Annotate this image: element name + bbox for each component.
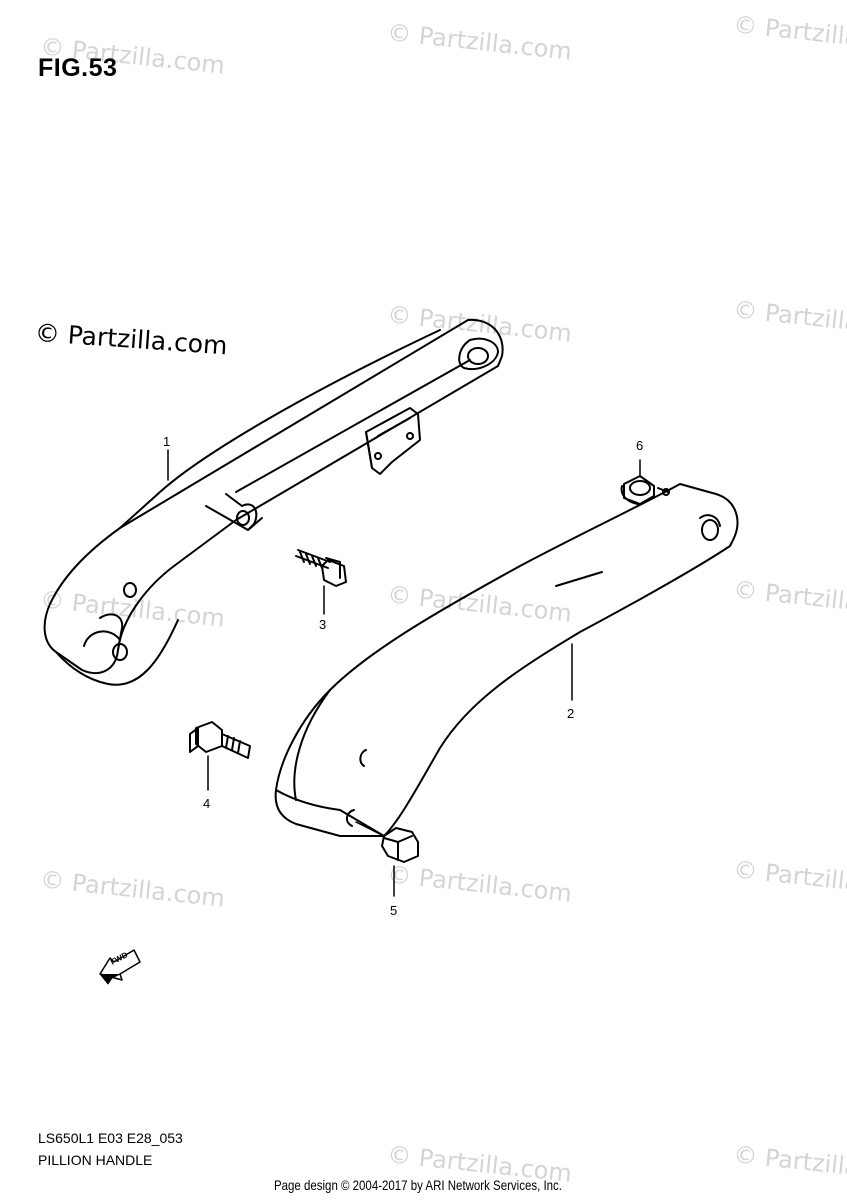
cap-nut-part-5 — [355, 821, 419, 897]
figure-title: FIG.53 — [38, 54, 118, 82]
model-code: LS650L1 E03 E28_053 — [38, 1130, 183, 1146]
pillion-handle-right — [274, 483, 739, 837]
part-number-6: 6 — [636, 438, 644, 453]
bolt-part-4 — [189, 721, 251, 791]
part-number-3: 3 — [319, 617, 327, 632]
page-design-credit: Page design © 2004-2017 by ARI Network S… — [274, 1177, 562, 1193]
spacer-part-6 — [620, 459, 670, 505]
part-number-5: 5 — [390, 903, 398, 918]
part-number-1: 1 — [163, 434, 171, 449]
diagram-caption: PILLION HANDLE — [38, 1152, 153, 1168]
pillion-handle-left — [43, 318, 504, 686]
part-number-4: 4 — [203, 796, 211, 811]
part-number-2: 2 — [567, 706, 575, 721]
fwd-arrow-icon — [99, 949, 141, 985]
bolt-part-3 — [295, 549, 347, 615]
